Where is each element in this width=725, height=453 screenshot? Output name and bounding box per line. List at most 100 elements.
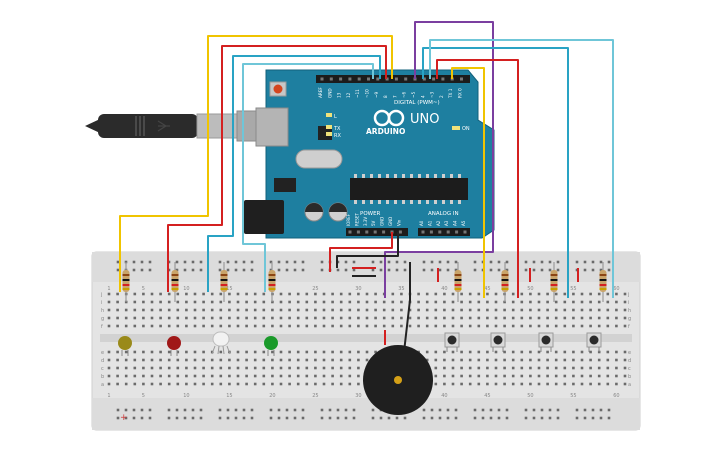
- digital-pin-label: AREF: [318, 87, 323, 98]
- power-rail-holes: [116, 260, 611, 420]
- plus-rail-sign: +: [120, 413, 128, 423]
- wire-cyan-button2: [422, 47, 569, 298]
- analog-header: [418, 228, 470, 236]
- column-number: 50: [527, 286, 533, 292]
- wire-lightblue-green: [242, 63, 374, 292]
- wire-lightblue-button4: [429, 39, 614, 298]
- column-number: 1: [107, 393, 110, 399]
- analog-pin-label: A5: [461, 220, 466, 226]
- led-red: [167, 336, 181, 356]
- atmega-chip: [350, 178, 468, 200]
- resistor: [454, 262, 462, 302]
- digital-pin-label: 7: [392, 95, 397, 98]
- column-number: 40: [441, 286, 447, 292]
- digital-pin-label: ~3: [430, 91, 435, 98]
- resistors: [122, 262, 607, 302]
- column-number: 55: [570, 286, 576, 292]
- l-label: L: [334, 114, 337, 120]
- capacitors: [304, 202, 348, 222]
- digital-pin-label: ~10: [365, 89, 370, 98]
- column-number: 10: [183, 393, 189, 399]
- row-letter: i: [101, 300, 102, 306]
- column-number: 60: [613, 286, 619, 292]
- tx-label: TX: [333, 126, 341, 132]
- column-number: 35: [398, 286, 404, 292]
- column-number: 30: [355, 286, 361, 292]
- power-pin-label: 3.3V: [363, 217, 368, 226]
- wire-yellow-led: [119, 35, 393, 292]
- row-letter: f: [101, 324, 103, 330]
- pushbutton[interactable]: [444, 332, 460, 352]
- reset-button[interactable]: [273, 84, 283, 94]
- brand-label: ARDUINO: [366, 127, 405, 136]
- column-number: 15: [226, 286, 232, 292]
- column-number: 20: [269, 393, 275, 399]
- column-numbers: 1155101015152020252530303535404045455050…: [107, 286, 619, 399]
- wire-red-5v: [329, 232, 393, 272]
- resistor: [122, 262, 130, 302]
- column-number: 45: [484, 393, 490, 399]
- digital-pin-label: 8: [383, 95, 388, 98]
- usb-icon: [157, 120, 170, 132]
- regulator: [274, 178, 296, 192]
- digital-pin-label: ~9: [374, 91, 379, 98]
- row-letter: b: [628, 374, 631, 380]
- power-pin-label: GND: [388, 217, 393, 226]
- row-letter: g: [628, 316, 631, 322]
- column-number: 30: [355, 393, 361, 399]
- wire-black-buzzer: [403, 262, 411, 353]
- usb-chip: [318, 126, 332, 140]
- row-letter: e: [628, 350, 631, 356]
- wire-red-led: [167, 45, 387, 292]
- row-letter: j: [100, 292, 102, 298]
- column-number: 40: [441, 393, 447, 399]
- wire-cyan-rgb: [207, 55, 381, 292]
- on-label: ON: [462, 126, 470, 132]
- pushbutton[interactable]: [538, 332, 554, 352]
- rx-label: RX: [334, 133, 341, 139]
- pushbutton[interactable]: [490, 332, 506, 352]
- usb-cable: [85, 110, 278, 142]
- power-pin-label: 5V: [371, 220, 376, 226]
- wires: [119, 21, 614, 353]
- digital-pin-label: ~5: [411, 91, 416, 98]
- row-letter: d: [101, 358, 104, 364]
- resistor: [220, 262, 228, 302]
- resistor: [550, 262, 558, 302]
- column-number: 60: [613, 393, 619, 399]
- digital-pin-label: 13: [337, 92, 342, 98]
- power-pin-label: IOREF: [346, 213, 351, 226]
- power-pin-label: RESET: [354, 213, 359, 226]
- row-letter: a: [101, 382, 104, 388]
- wire-black-gnd: [336, 232, 399, 268]
- analog-pin-label: A0: [419, 220, 424, 226]
- digital-pin-label: 4: [420, 95, 425, 98]
- pushbutton[interactable]: [586, 332, 602, 352]
- resistor: [171, 262, 179, 302]
- column-number: 5: [142, 286, 145, 292]
- column-number: 45: [484, 286, 490, 292]
- usb-port: [255, 107, 289, 147]
- analog-pin-label: A4: [453, 220, 458, 226]
- digital-pin-label: 2: [439, 95, 444, 98]
- on-led: [452, 126, 460, 130]
- power-pin-label: GND: [380, 217, 385, 226]
- led-rgb: [211, 331, 231, 355]
- power-header: [346, 228, 408, 236]
- row-letter: h: [628, 308, 631, 314]
- analog-pin-label: A3: [444, 220, 449, 226]
- analog-in-label: ANALOG IN: [428, 211, 459, 217]
- row-letter: e: [101, 350, 104, 356]
- resistor: [268, 262, 276, 302]
- column-number: 25: [312, 286, 318, 292]
- pushbuttons: [444, 332, 602, 352]
- row-letter: f: [628, 324, 630, 330]
- wire-purple-buzzer: [384, 21, 494, 298]
- digital-pin-label: ~11: [355, 89, 360, 98]
- breadboard: 1155101015152020252530303535404045455050…: [91, 251, 641, 431]
- digital-pin-label: 12: [346, 92, 351, 98]
